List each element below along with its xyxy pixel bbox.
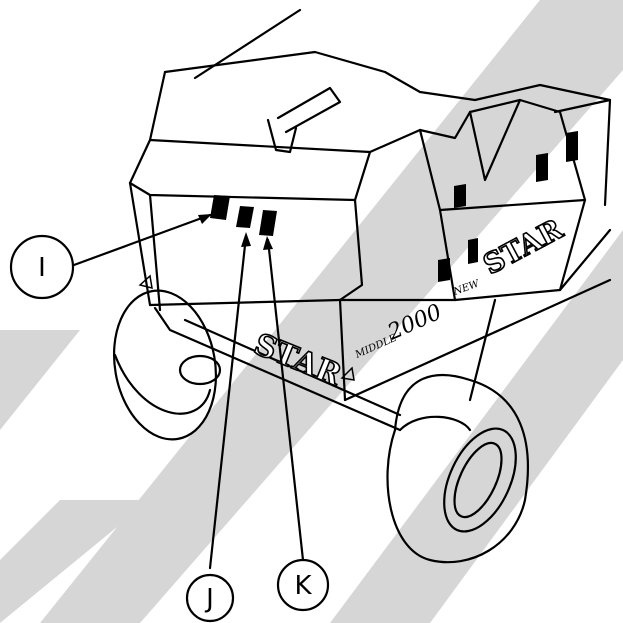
side-new-text: NEW [451, 278, 481, 298]
leader-j [208, 234, 248, 570]
callout-label-i: I [38, 253, 46, 283]
callout-circle [185, 573, 235, 623]
callout-i: I [9, 234, 75, 300]
decal-side-4 [536, 153, 548, 182]
decal-side-3 [438, 258, 450, 282]
leader-k [266, 238, 305, 562]
callout-label-k: K [294, 571, 312, 601]
decal-side-2 [468, 238, 478, 264]
decal-k [259, 210, 277, 236]
callout-circle [276, 558, 330, 612]
side-brand-text: STAR [478, 212, 569, 281]
right-wheel [386, 374, 529, 564]
left-wheel [112, 289, 222, 441]
callout-circle [9, 234, 75, 300]
leader-lines [72, 213, 305, 570]
decal-side-1 [454, 184, 466, 208]
callout-k: K [276, 558, 330, 612]
leader-i [72, 213, 212, 267]
callout-j: J [185, 573, 235, 623]
decals [210, 131, 578, 282]
callout-label-j: J [204, 584, 214, 614]
decal-i [210, 195, 230, 220]
hydraulic-arm [193, 8, 342, 154]
decal-j [236, 206, 254, 228]
decal-side-5 [566, 131, 578, 162]
